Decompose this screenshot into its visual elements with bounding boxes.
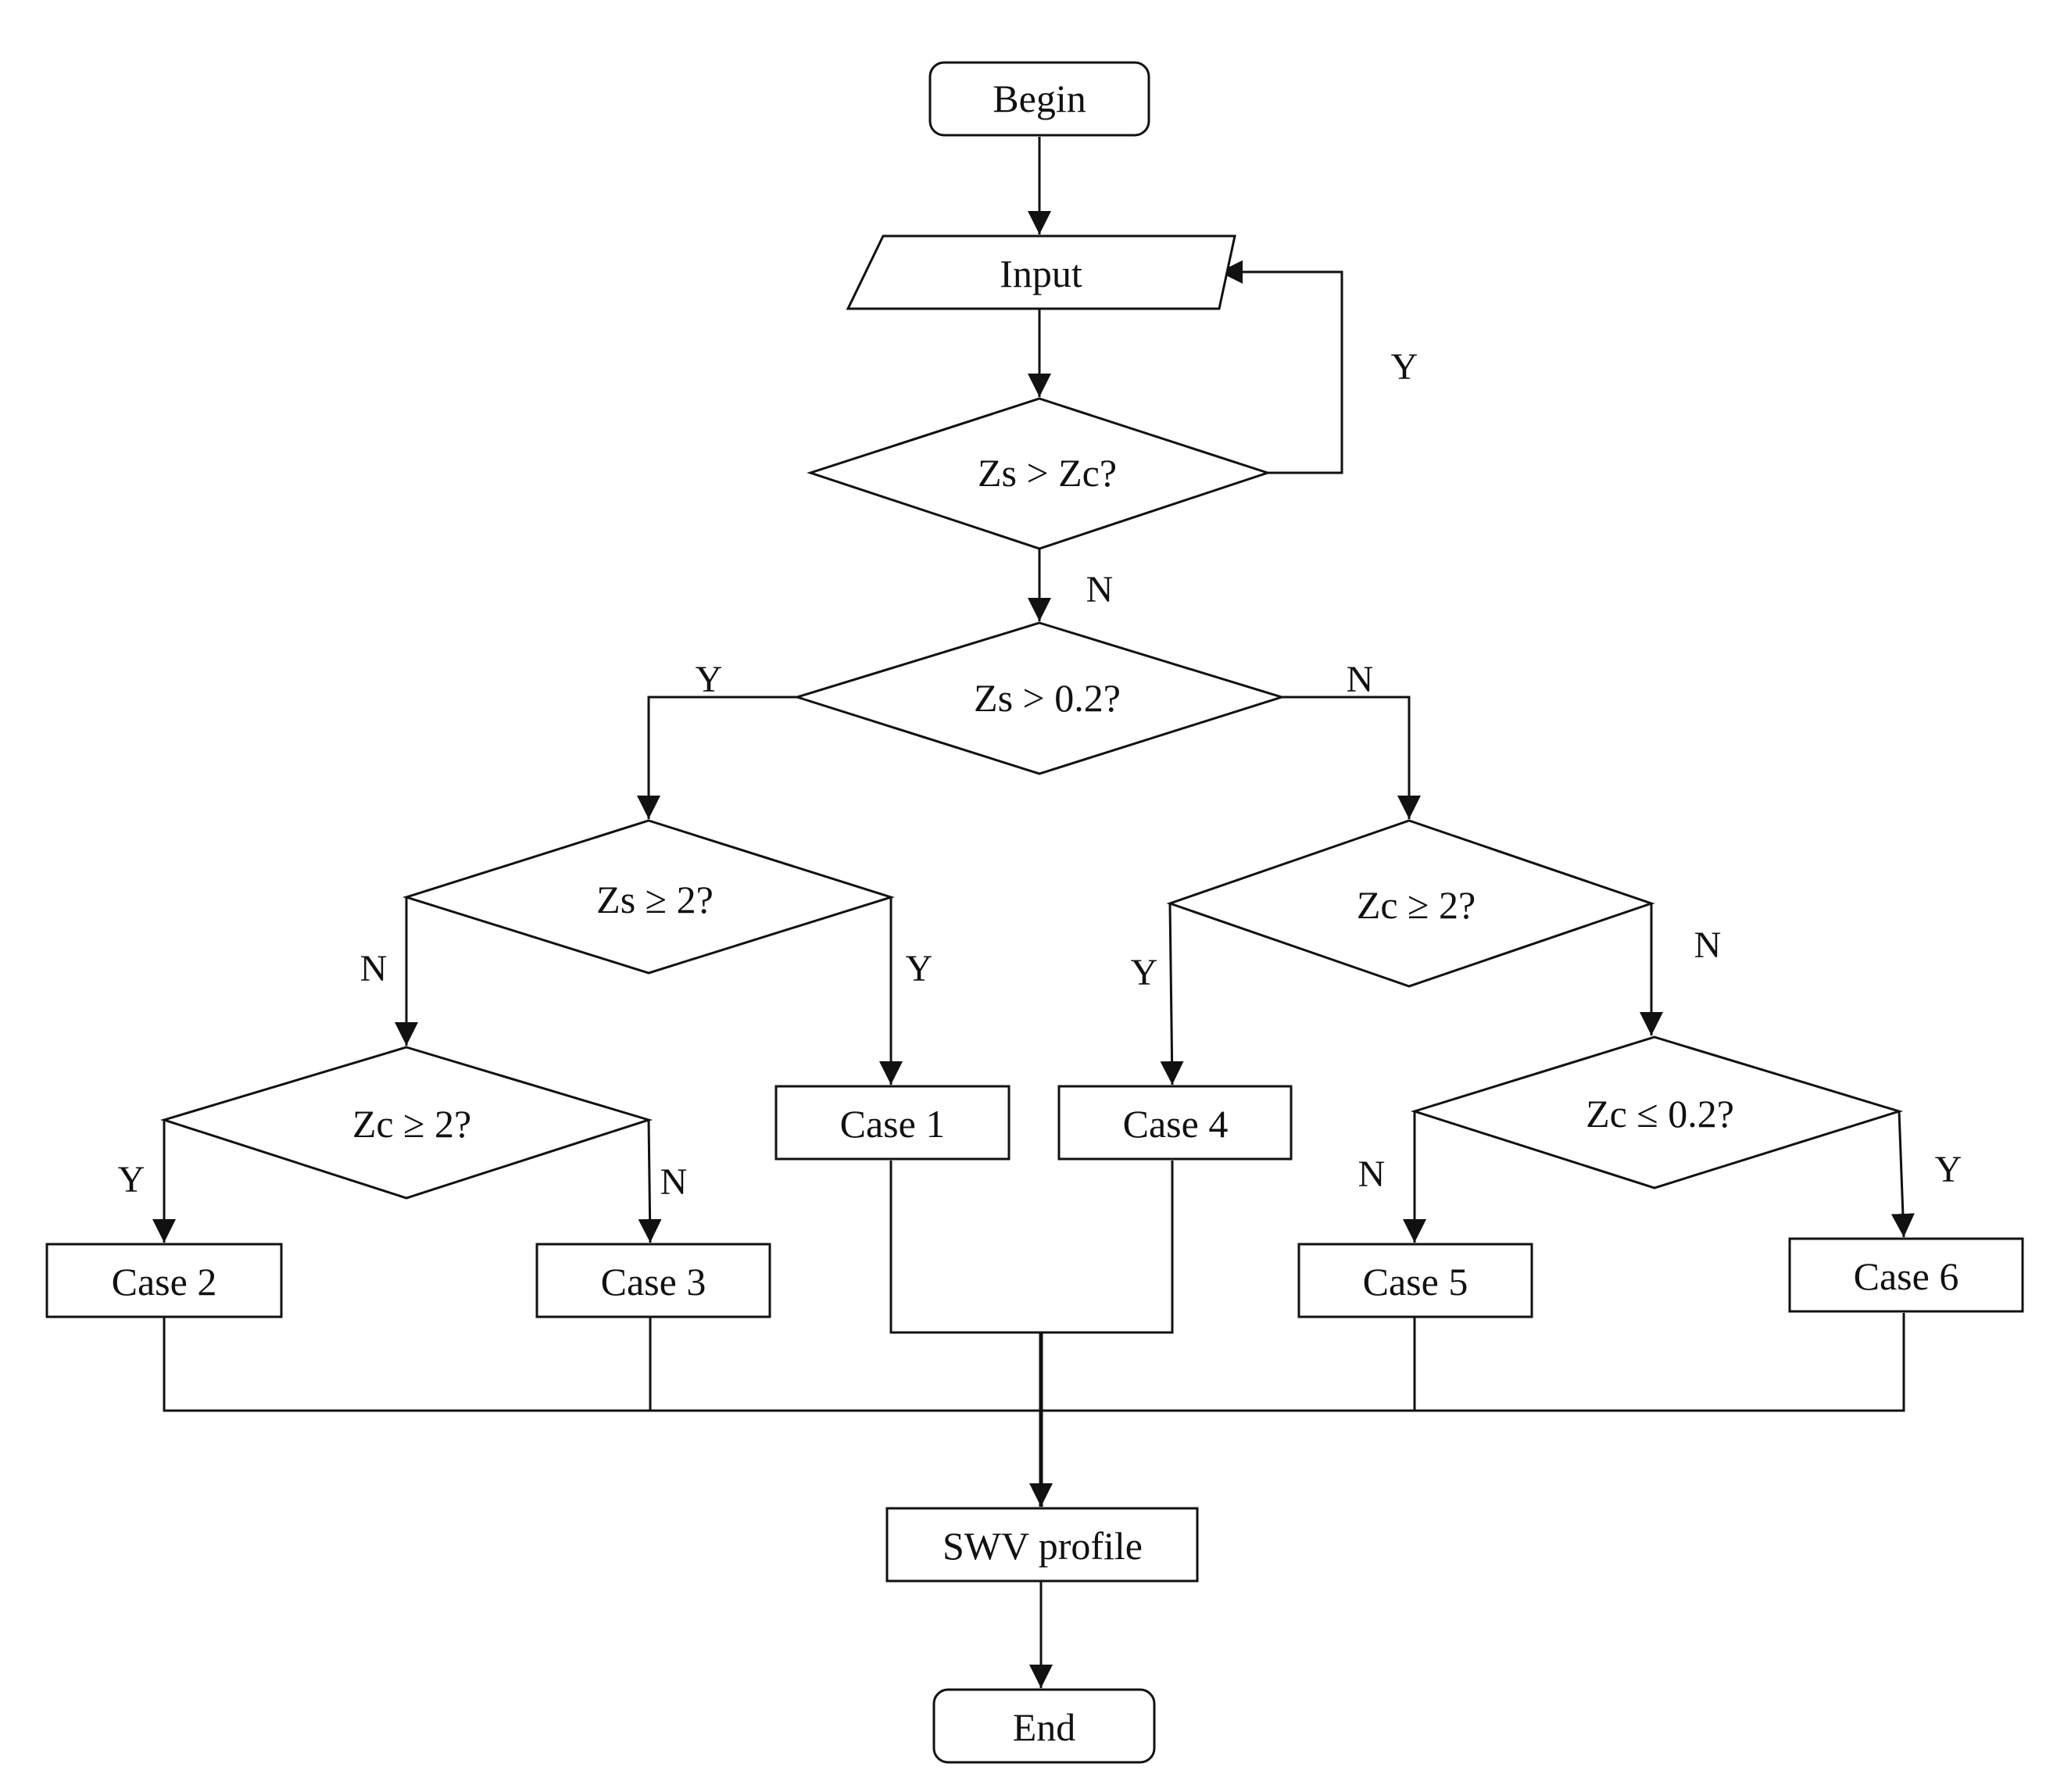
decision-zc-le-02: Zc ≤ 0.2? <box>1410 1035 1904 1189</box>
swv-profile-label: SWV profile <box>943 1524 1143 1568</box>
arrow-zs-gt-02-yes <box>637 696 797 819</box>
end-node: End <box>932 1688 1156 1764</box>
case5-box: Case 5 <box>1297 1243 1533 1318</box>
case5-label: Case 5 <box>1363 1260 1468 1304</box>
branch-label-loop-yes: Y <box>1391 346 1418 388</box>
case4-label: Case 4 <box>1123 1102 1229 1146</box>
arrow-zs-gt-02-no <box>1282 696 1421 819</box>
begin-label: Begin <box>993 77 1086 120</box>
branch-label-zc-le-02-yes: Y <box>1935 1149 1962 1190</box>
arrow-zc-le-02-yes <box>1891 1111 1915 1238</box>
branch-label-zc-ge-2-right-no: N <box>1694 925 1722 966</box>
branch-label-zc-ge-2-right-yes: Y <box>1131 952 1158 993</box>
begin-node: Begin <box>928 61 1150 137</box>
case6-box: Case 6 <box>1788 1237 2024 1313</box>
decision-zs-gt-zc: Zs > Zc? <box>807 397 1272 550</box>
case2-box: Case 2 <box>45 1243 283 1318</box>
input-node: Input <box>846 234 1236 310</box>
decision-zs-gt-02: Zs > 0.2? <box>792 621 1286 775</box>
branch-label-zs-gt-02-yes: Y <box>696 659 723 700</box>
merge-bus-bottom <box>163 1313 1905 1412</box>
branch-label-zs-gt-zc-no: N <box>1086 569 1114 610</box>
decision-zc-ge-2-left: Zc ≥ 2? <box>159 1046 653 1200</box>
arrow-zc-ge-2-right-yes <box>1160 903 1184 1086</box>
case3-label: Case 3 <box>601 1260 706 1304</box>
branch-label-zs-gt-02-no: N <box>1347 659 1374 700</box>
case1-label: Case 1 <box>840 1102 946 1146</box>
merge-case1-case4 <box>889 1161 1174 1334</box>
arrow-loop-back-to-input <box>1219 260 1343 474</box>
decision-zc-ge-2-right: Zc ≥ 2? <box>1166 819 1655 988</box>
case1-box: Case 1 <box>774 1085 1011 1161</box>
decision-zc-le-02-label: Zc ≤ 0.2? <box>1586 1092 1734 1136</box>
case4-box: Case 4 <box>1057 1085 1293 1161</box>
branch-label-zc-le-02-no: N <box>1358 1154 1386 1195</box>
end-label: End <box>1013 1705 1076 1749</box>
decision-zc-ge-2-left-label: Zc ≥ 2? <box>352 1102 471 1146</box>
arrow-zc-ge-2-left-no <box>638 1119 662 1243</box>
case6-label: Case 6 <box>1854 1254 1959 1298</box>
decision-zs-ge-2-label: Zs ≥ 2? <box>596 878 714 921</box>
branch-label-zs-ge-2-yes: Y <box>906 948 933 989</box>
case2-label: Case 2 <box>112 1260 217 1304</box>
swv-profile-box: SWV profile <box>885 1507 1199 1583</box>
input-label: Input <box>1000 252 1082 295</box>
decision-zs-ge-2: Zs ≥ 2? <box>402 819 895 975</box>
branch-label-zc-ge-2-left-no: N <box>660 1161 688 1203</box>
decision-zs-gt-zc-label: Zs > Zc? <box>978 451 1117 495</box>
branch-label-zs-ge-2-no: N <box>360 948 388 989</box>
decision-zs-gt-02-label: Zs > 0.2? <box>974 676 1121 720</box>
branch-label-zc-ge-2-left-yes: Y <box>118 1159 145 1200</box>
decision-zc-ge-2-right-label: Zc ≥ 2? <box>1357 883 1476 927</box>
case3-box: Case 3 <box>535 1243 771 1318</box>
